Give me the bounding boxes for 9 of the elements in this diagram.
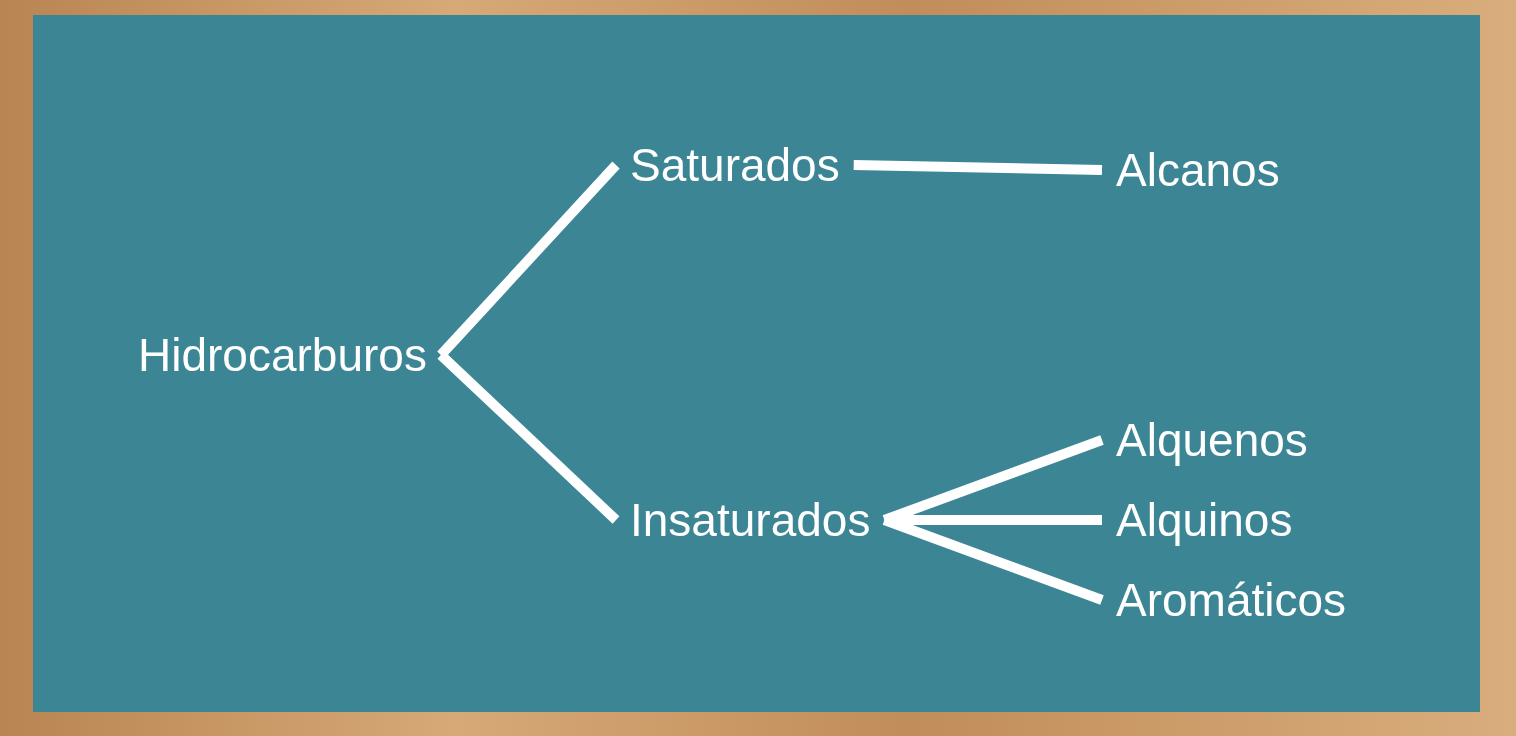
node-label: Alquenos — [1102, 412, 1322, 468]
node-label: Alcanos — [1102, 142, 1294, 198]
node-label: Saturados — [616, 137, 854, 193]
node-label: Hidrocarburos — [124, 327, 441, 383]
connector-line — [853, 160, 1103, 175]
node-label: Aromáticos — [1102, 572, 1361, 628]
node-label: Insaturados — [616, 492, 885, 548]
node-label: Alquinos — [1102, 492, 1307, 548]
connector-line — [884, 515, 1102, 525]
